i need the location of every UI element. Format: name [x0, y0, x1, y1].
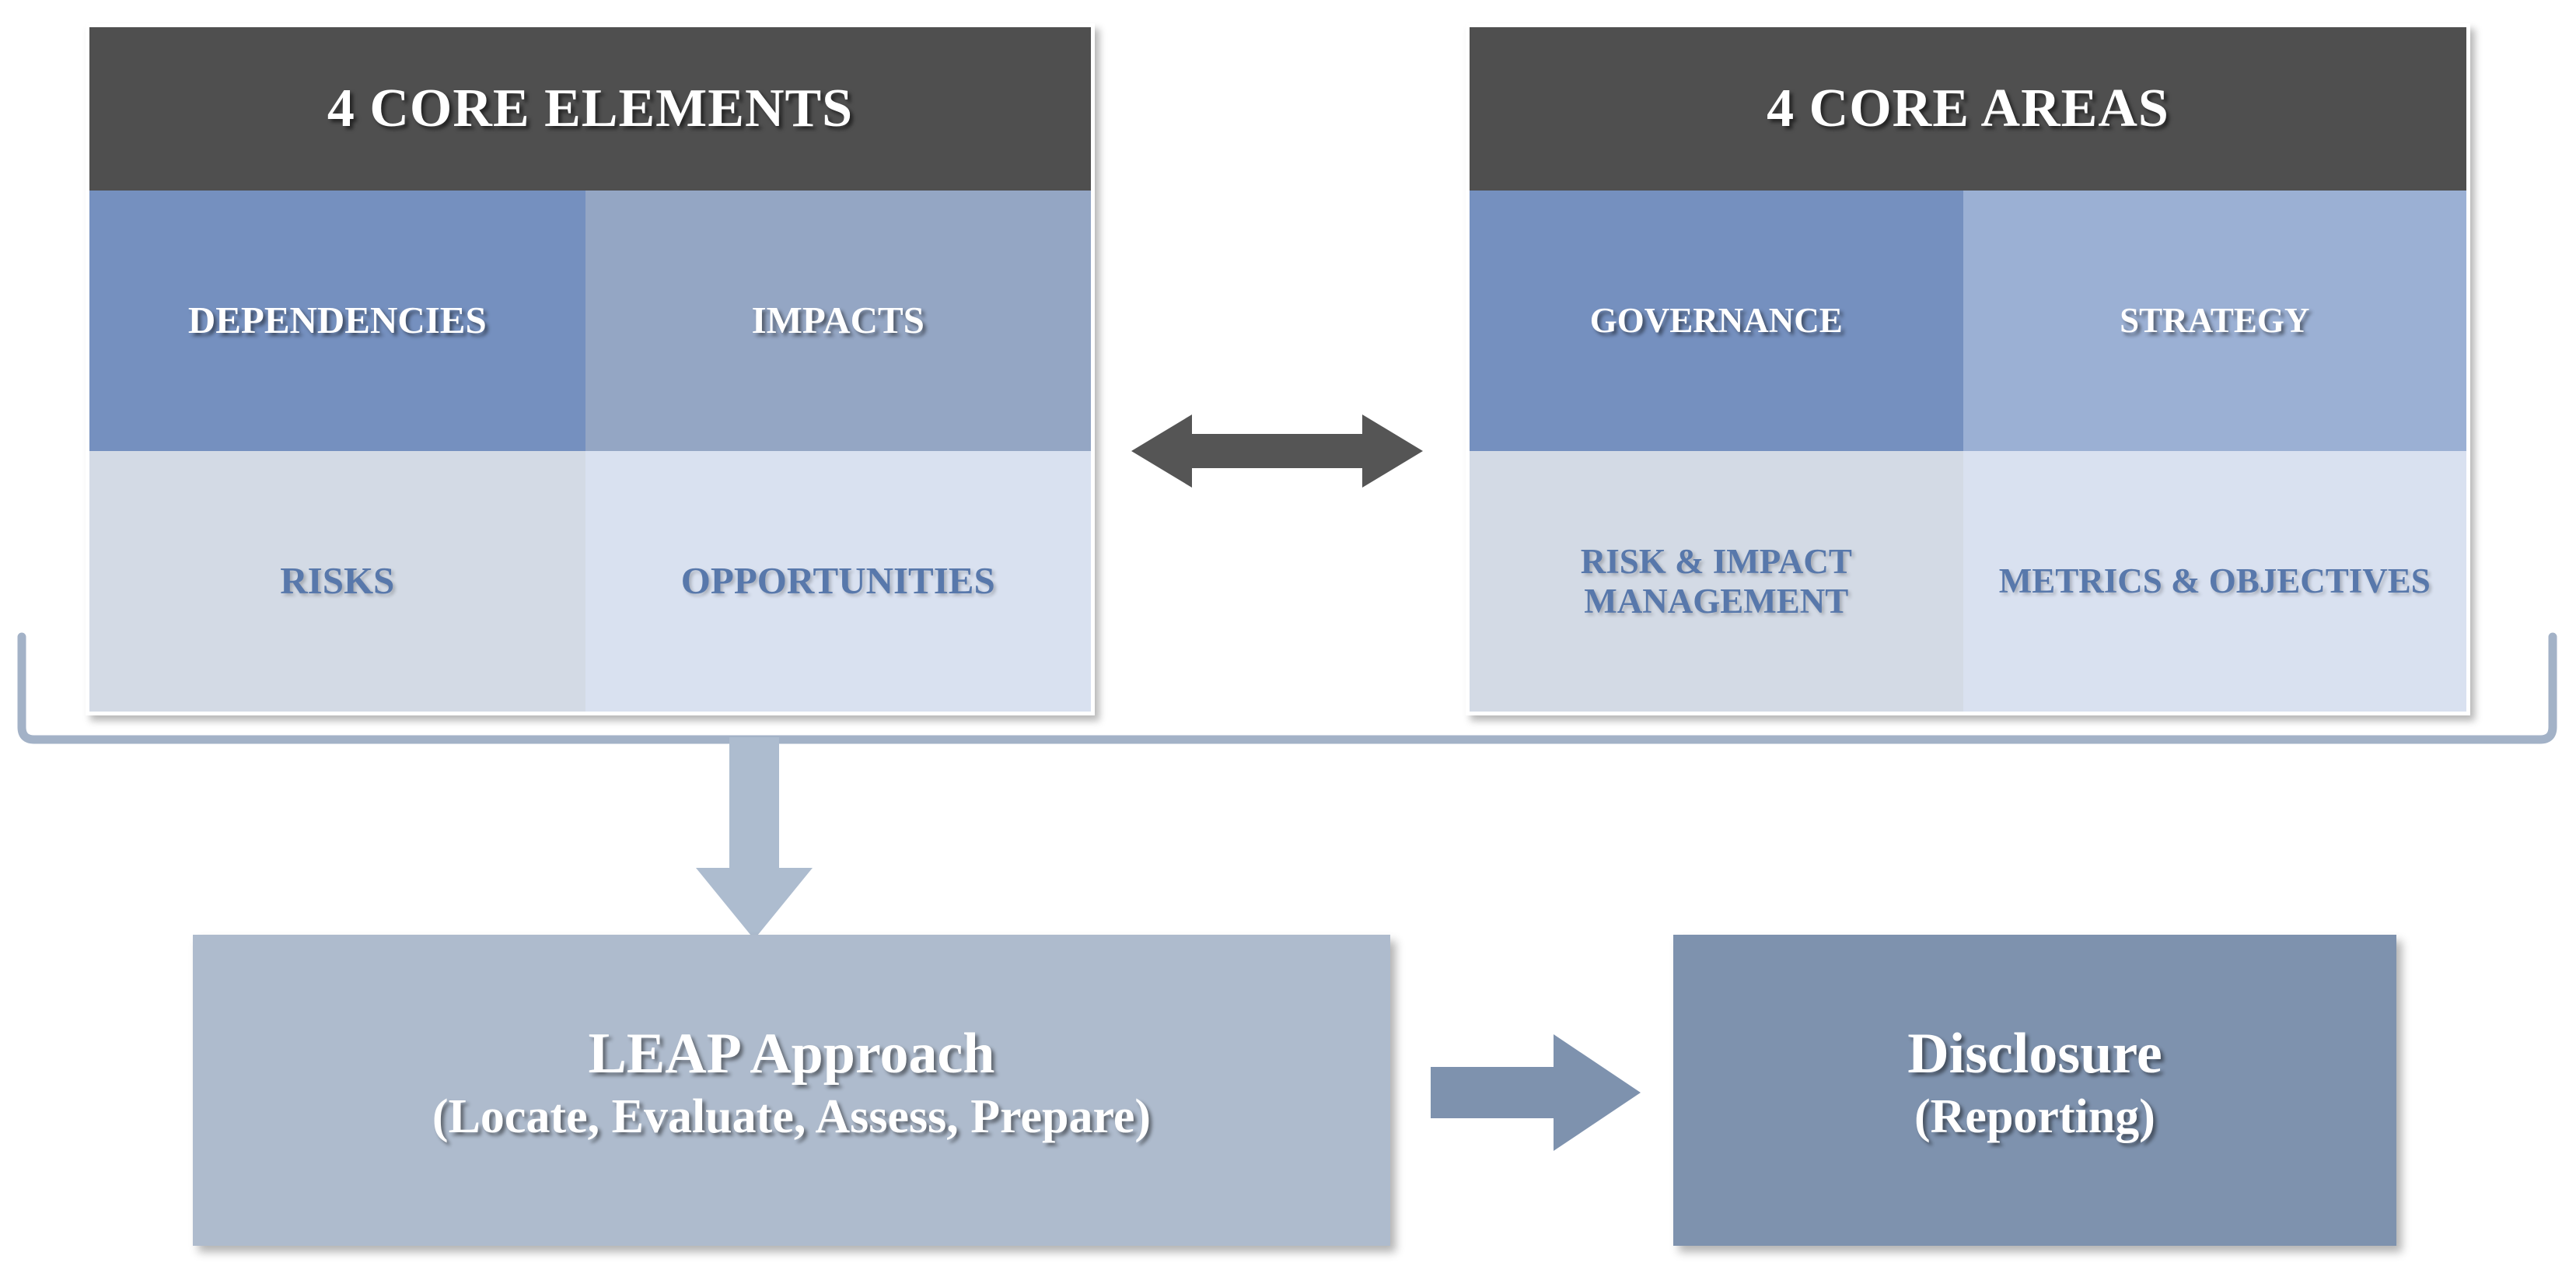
- box-leap-approach[interactable]: LEAP Approach (Locate, Evaluate, Assess,…: [193, 935, 1390, 1246]
- cell-impacts[interactable]: IMPACTS: [585, 191, 1091, 451]
- box-disclosure-title: Disclosure: [1907, 1021, 2162, 1086]
- panel-core-elements-header: 4 CORE ELEMENTS: [89, 27, 1091, 191]
- box-disclosure[interactable]: Disclosure (Reporting): [1673, 935, 2396, 1246]
- cell-metrics-objectives[interactable]: METRICS & OBJECTIVES: [1963, 451, 2466, 712]
- cell-risk-impact-management[interactable]: RISK & IMPACT MANAGEMENT: [1470, 451, 1963, 712]
- panel-core-elements: 4 CORE ELEMENTS DEPENDENCIES IMPACTS RIS…: [86, 23, 1095, 715]
- down-arrow-icon: [692, 737, 816, 939]
- box-leap-title: LEAP Approach: [588, 1021, 995, 1086]
- cell-opportunities[interactable]: OPPORTUNITIES: [585, 451, 1091, 712]
- grouping-bracket: [14, 626, 2560, 758]
- panel-core-elements-grid: DEPENDENCIES IMPACTS RISKS OPPORTUNITIES: [89, 191, 1091, 712]
- cell-strategy[interactable]: STRATEGY: [1963, 191, 2466, 451]
- panel-core-areas-grid: GOVERNANCE STRATEGY RISK & IMPACT MANAGE…: [1470, 191, 2466, 712]
- box-leap-subtitle: (Locate, Evaluate, Assess, Prepare): [432, 1089, 1152, 1143]
- bidirectional-arrow-icon: [1131, 408, 1423, 494]
- cell-dependencies[interactable]: DEPENDENCIES: [89, 191, 585, 451]
- box-disclosure-subtitle: (Reporting): [1914, 1089, 2155, 1143]
- cell-governance[interactable]: GOVERNANCE: [1470, 191, 1963, 451]
- right-arrow-icon: [1431, 1034, 1641, 1151]
- panel-core-areas: 4 CORE AREAS GOVERNANCE STRATEGY RISK & …: [1466, 23, 2470, 715]
- cell-risks[interactable]: RISKS: [89, 451, 585, 712]
- panel-core-areas-header: 4 CORE AREAS: [1470, 27, 2466, 191]
